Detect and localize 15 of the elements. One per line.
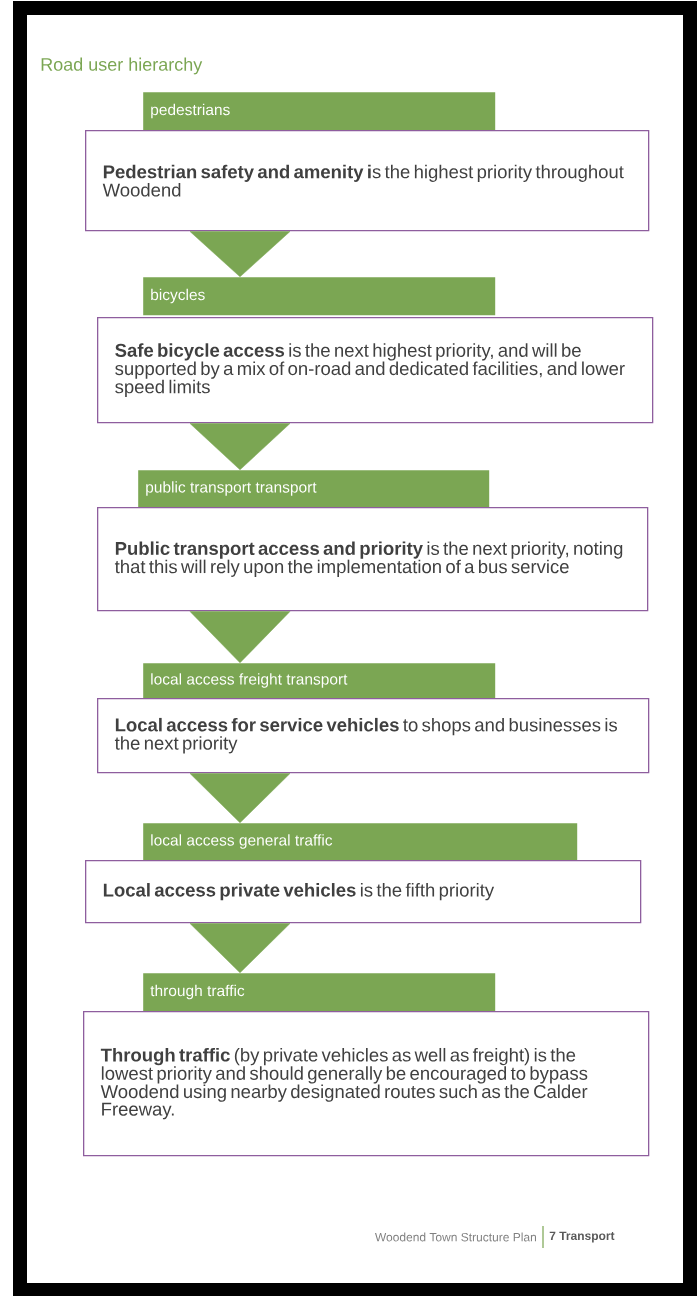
arrow	[189, 231, 291, 278]
arrow	[189, 923, 291, 974]
arrow	[189, 611, 291, 664]
footer-text: 7 Transport	[549, 1231, 615, 1243]
text-box: Pedestrian safety and amenity is the highest priority throughout Woodend	[85, 130, 650, 232]
text-box: Public transport access and priority is the next priority, noting that this will rely upon the implementation of a bus service	[97, 507, 649, 612]
text-box: Local access for service vehicles to shops and businesses is the next priority	[97, 698, 650, 774]
title: Road user hierarchy	[41, 57, 203, 75]
heading-band: pedestrians	[143, 92, 496, 131]
arrow	[189, 423, 291, 471]
arrow	[189, 773, 291, 824]
footer-text: Woodend Town Structure Plan	[375, 1232, 536, 1242]
text-box: Safe bicycle access is the next highest priority, and will be supported by a mix of on-road and dedicated facilities, and lower speed limits	[97, 317, 654, 424]
text-box: Local access private vehicles is the fifth priority	[85, 860, 642, 924]
text-box: Through traffic (by private vehicles as well as freight) is the lowest priority and should generally be encouraged to bypass Woodend using nearby designated routes such as the Calder Freeway.	[83, 1011, 650, 1157]
